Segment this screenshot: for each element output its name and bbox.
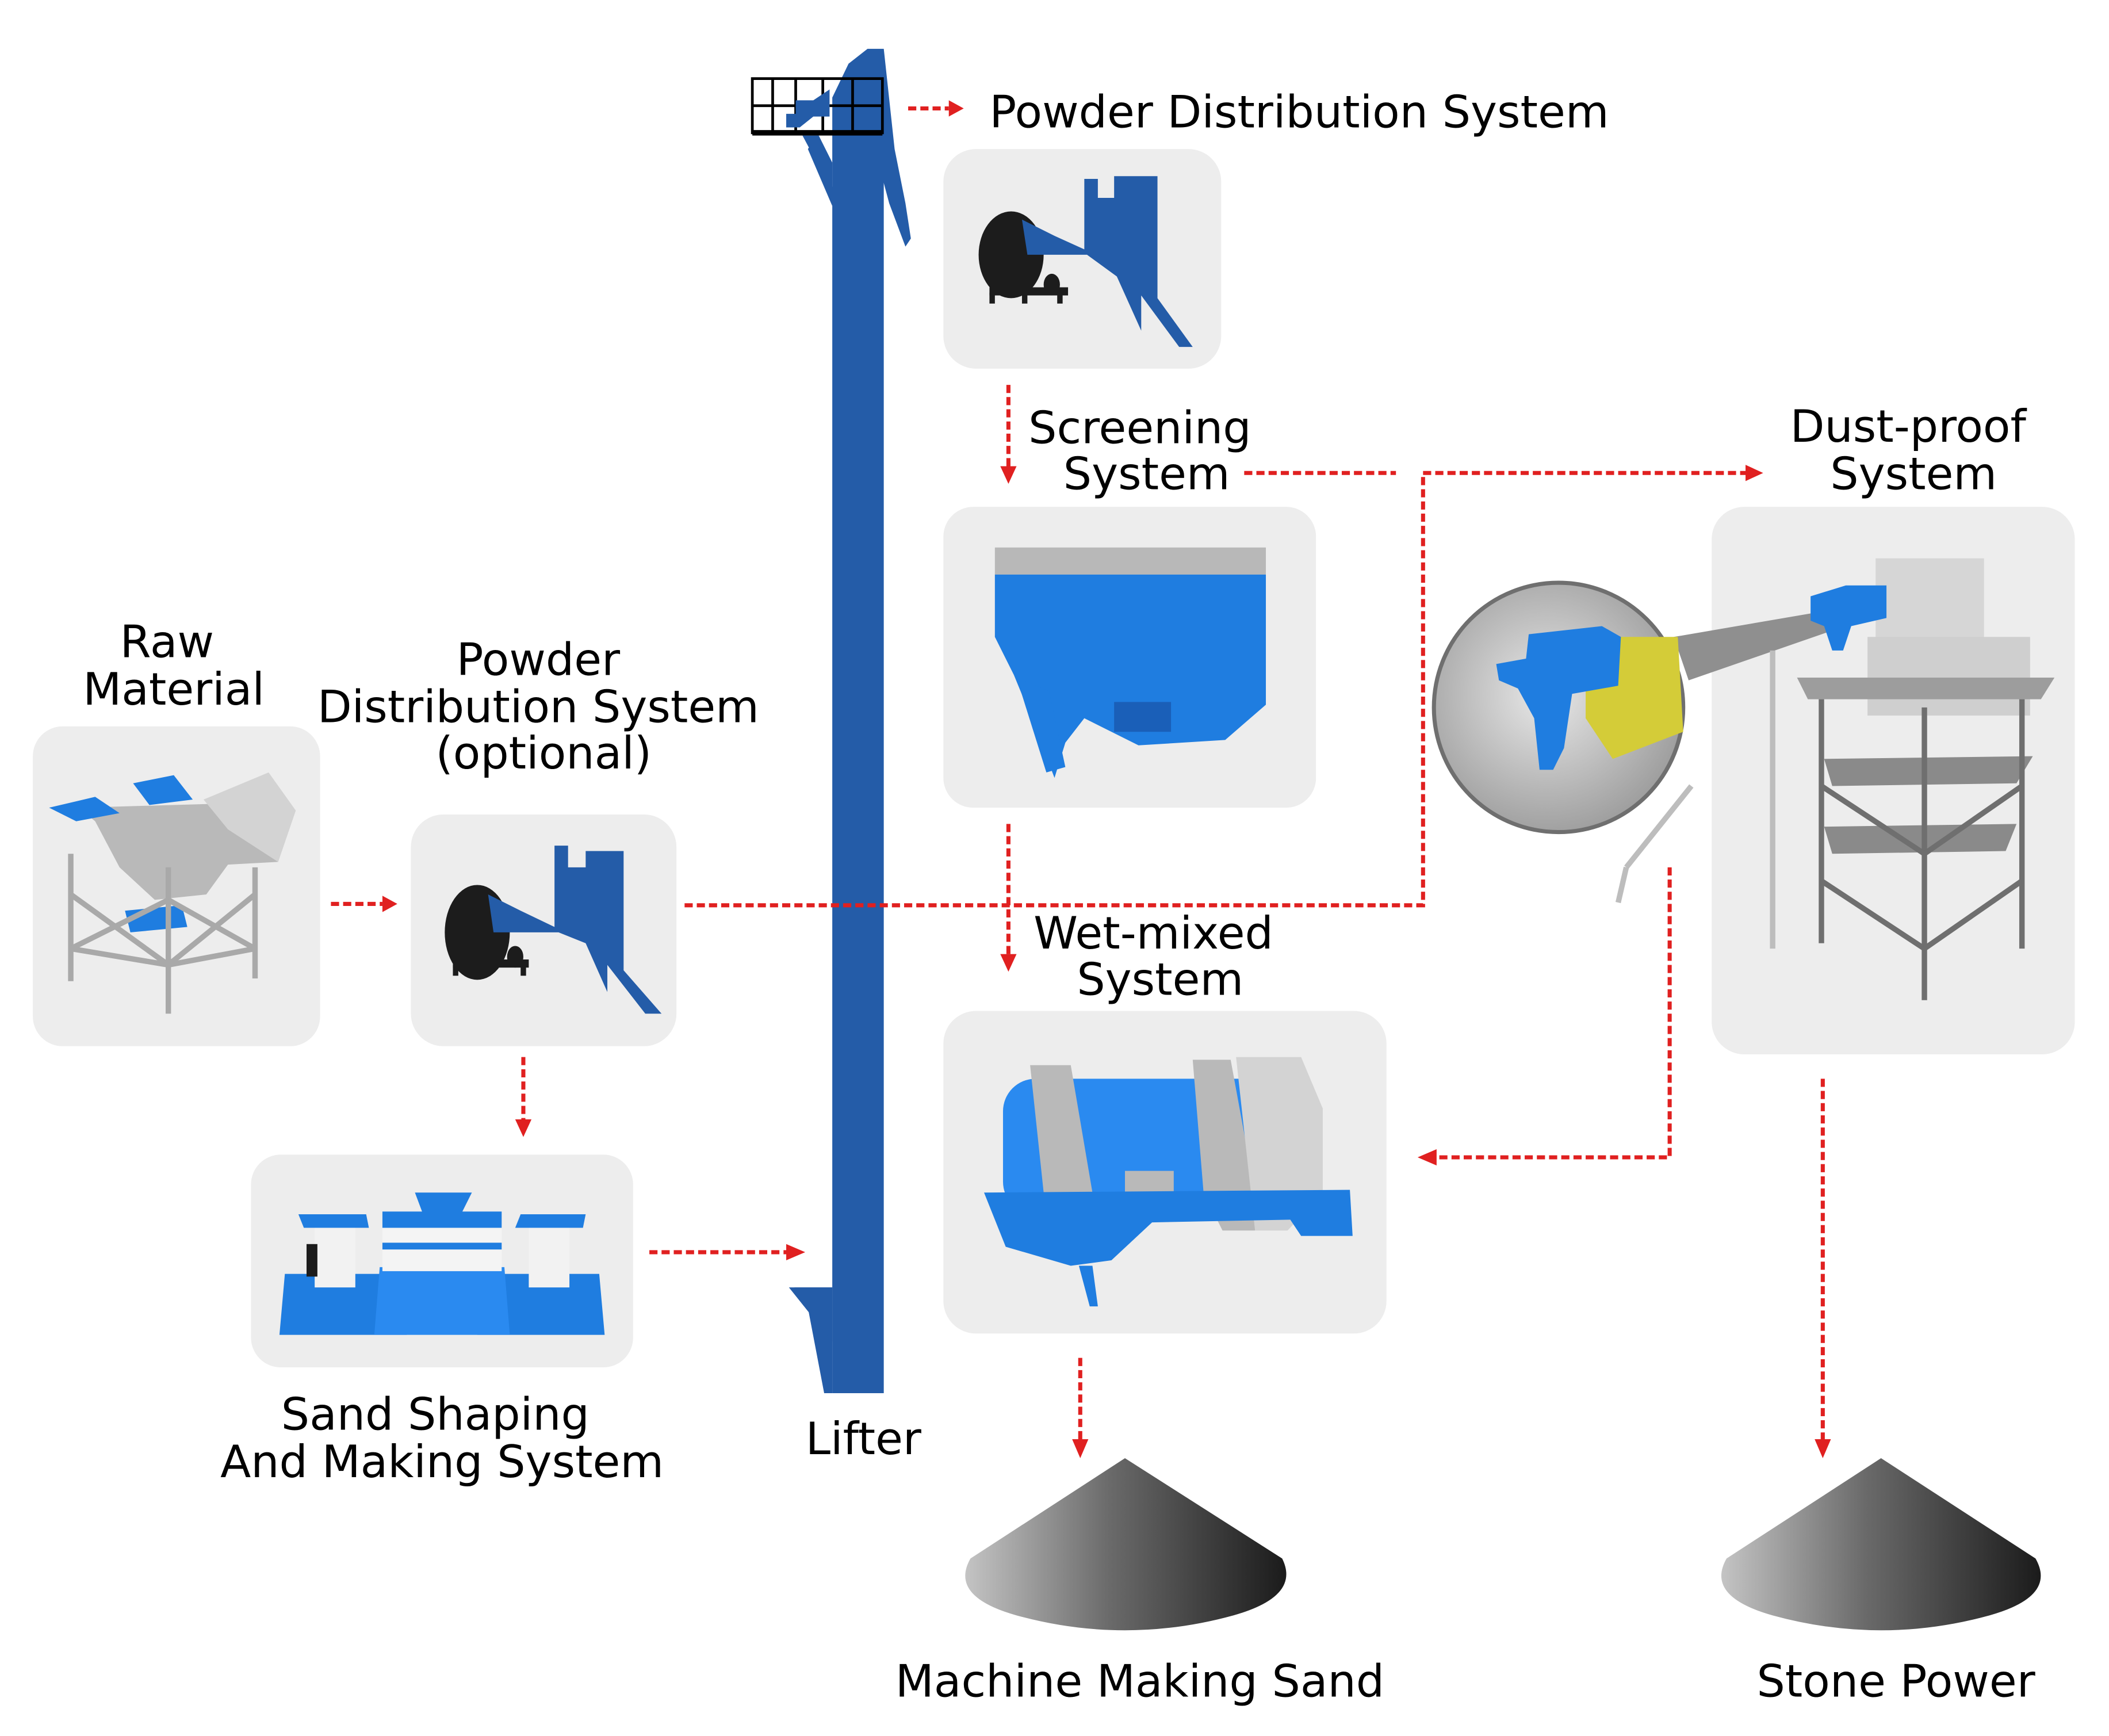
arrow-powder-top-to-screening <box>1000 385 1017 484</box>
lifter-head-grid <box>751 77 884 136</box>
wet-mixed-label-line1: Wet-mixed <box>1034 908 1273 959</box>
arrow-lifter-to-powder-top <box>908 100 964 117</box>
dust-proof-label-line2: System <box>1830 449 1997 500</box>
arrow-wet-mixed-to-machine-sand <box>1072 1358 1089 1459</box>
screening-label-line2: System <box>1063 449 1230 500</box>
machine-sand-label: Machine Making Sand <box>895 1656 1384 1708</box>
bucket-elevator-icon <box>751 48 911 1393</box>
vertical-shaft-sand-maker-icon <box>279 1192 605 1335</box>
screening-label-line1: Screening <box>1028 402 1251 454</box>
arrow-powder-optional-to-sand-shaping <box>515 1057 532 1137</box>
arrow-powder-optional-to-dust-proof <box>684 465 1763 908</box>
raw-material-label-line1: Raw <box>120 617 215 668</box>
sand-shaping-label-line1: Sand Shaping <box>281 1389 590 1441</box>
dust-collector-icon <box>1431 558 2055 1000</box>
arrow-sand-shaping-to-lifter <box>649 1244 806 1261</box>
node-powder-distribution: Powder Distribution System <box>943 86 1609 369</box>
stone-power-label: Stone Power <box>1756 1656 2035 1708</box>
arrow-dust-proof-to-wet-mixed <box>1417 867 1672 1166</box>
node-dust-proof: Dust-proof System <box>1431 401 2075 1054</box>
lifter-label: Lifter <box>806 1413 921 1465</box>
powder-optional-label-line2: Distribution System <box>317 682 759 733</box>
powder-pile-icon <box>1721 1458 2041 1631</box>
wet-mixed-label-line2: System <box>1077 954 1243 1005</box>
powder-optional-label-line1: Powder <box>457 634 620 686</box>
sand-shaping-label-line2: And Making System <box>220 1436 664 1488</box>
flow-arrows <box>331 100 1831 1459</box>
feed-hopper-icon <box>49 772 296 1014</box>
powder-optional-label-line3: (optional) <box>435 728 652 779</box>
dust-proof-label-line1: Dust-proof <box>1790 401 2027 453</box>
vibrating-screen-icon <box>994 547 1266 778</box>
node-powder-distribution-optional: Powder Distribution System (optional) <box>317 634 759 1046</box>
wet-mixer-icon <box>983 1057 1353 1307</box>
node-machine-making-sand: Machine Making Sand <box>895 1458 1384 1708</box>
powder-top-label: Powder Distribution System <box>989 86 1609 138</box>
sand-pile-icon <box>965 1458 1287 1631</box>
arrow-screening-to-wet-mixed <box>1000 824 1017 972</box>
powder-blower-icon <box>445 846 662 1014</box>
node-stone-power: Stone Power <box>1721 1458 2041 1708</box>
node-screening: Screening System <box>943 402 1316 808</box>
raw-material-label-line2: Material <box>83 664 265 716</box>
powder-blower-icon <box>978 176 1193 347</box>
node-wet-mixed: Wet-mixed System <box>943 908 1387 1334</box>
lifter: Lifter <box>751 48 921 1465</box>
arrow-raw-to-powder-optional <box>331 896 397 912</box>
arrow-dust-proof-to-stone-power <box>1815 1079 1831 1459</box>
node-sand-shaping: Sand Shaping And Making System <box>220 1154 664 1488</box>
node-raw-material: Raw Material <box>33 617 320 1046</box>
